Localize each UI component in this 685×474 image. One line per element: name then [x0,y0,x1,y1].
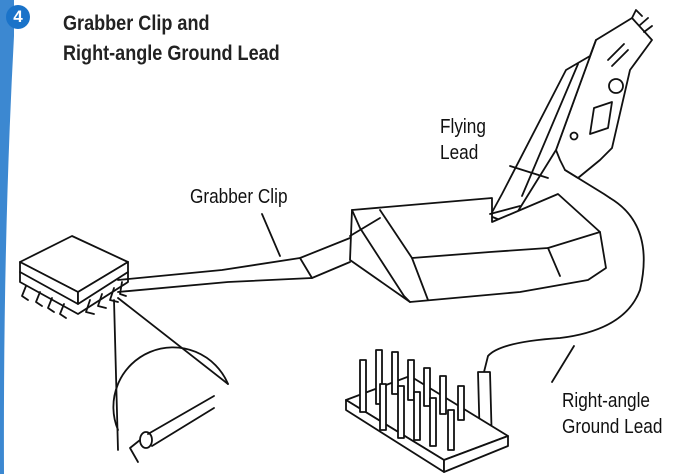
pin-header [345,349,509,473]
ground-lead-label: Right-angle Ground Lead [562,390,663,438]
title-line-2: Right-angle Ground Lead [63,42,280,65]
step-number-badge: 4 [6,5,30,29]
flying-lead-leader [509,165,549,179]
ground-lead-leader [551,345,575,383]
grabber-clip-label: Grabber Clip [190,186,288,208]
page-title: Grabber Clip and Right-angle Ground Lead [63,9,280,69]
flying-lead-bar [489,39,611,225]
magnifier-callout [112,297,229,463]
probe-head [555,9,653,179]
grabber-clip-arm [117,237,351,293]
page-edge-accent [0,0,14,474]
title-line-1: Grabber Clip and [63,12,210,35]
flying-lead-label: Flying Lead [440,116,486,164]
header-pins [359,349,465,451]
grabber-clip-body [349,193,607,303]
ic-chip [19,235,129,319]
grabber-clip-leader [261,213,281,257]
